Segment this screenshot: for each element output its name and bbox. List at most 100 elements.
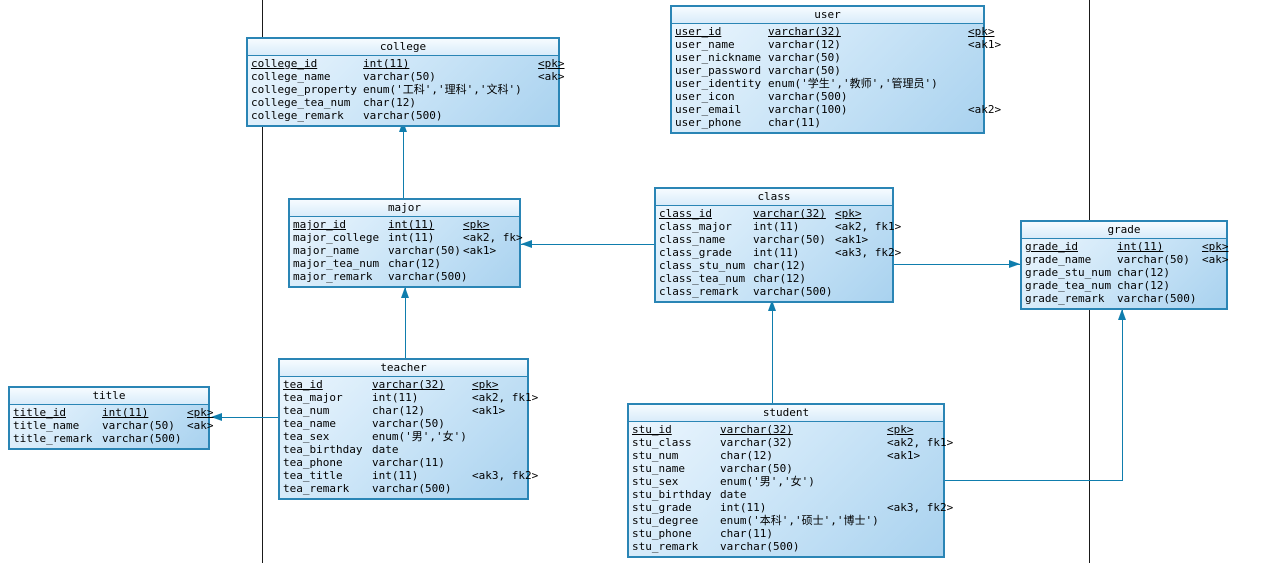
column-type-cell: varchar(50) [768,51,841,64]
column-key-cell: <ak3, fk2> [472,469,539,482]
column-name-cell: stu_id [632,423,672,436]
column-type-cell: varchar(32) [720,436,793,449]
column-key-cell [887,488,943,501]
column-type-cell: varchar(500) [720,540,800,553]
column-type-cell: int(11) [1117,240,1164,253]
column-name-cell: grade_tea_num [1025,279,1112,292]
column-key-cell [472,430,527,443]
column-name-cell: tea_name [283,417,336,430]
column-key-cell: <ak1> [472,404,506,417]
column-type-cell: char(12) [1117,266,1170,279]
relation-student-to-class-arrow-icon [768,300,776,311]
column-name-cell: grade_stu_num [1025,266,1112,279]
column-type-cell: varchar(32) [720,423,793,436]
table-title: grade [1022,222,1226,239]
column-key-cell [1202,292,1226,305]
column-name-cell: user_password [675,64,762,77]
column-key-cell: <ak1> [968,38,1002,51]
column-type-cell: date [720,488,747,501]
column-type-cell: int(11) [388,231,435,244]
column-type-cell: varchar(500) [372,482,452,495]
column-type-cell: varchar(32) [753,207,826,220]
relation-student-to-grade-line[interactable] [1122,309,1123,481]
column-name-cell: tea_phone [283,456,343,469]
column-key-cell [187,432,208,445]
column-key-cell [968,64,983,77]
column-name-cell: major_remark [293,270,373,283]
column-name-cell: major_tea_num [293,257,380,270]
column-name-cell: title_id [13,406,66,419]
column-type-cell: varchar(50) [753,233,826,246]
column-name-cell: tea_major [283,391,343,404]
column-name-cell: grade_id [1025,240,1078,253]
column-name-cell: tea_sex [283,430,330,443]
column-name-cell: stu_grade [632,501,692,514]
column-type-cell: varchar(32) [372,378,445,391]
relation-teacher-to-title-arrow-icon [211,413,222,421]
column-name-cell: major_name [293,244,360,257]
column-key-cell: <ak> [187,419,214,432]
column-type-cell: char(11) [720,527,773,540]
relation-class-to-grade-arrow-icon [1009,260,1020,268]
relation-class-to-grade-line[interactable] [894,264,1020,265]
column-type-cell: int(11) [372,391,419,404]
column-key-cell [887,462,943,475]
relation-student-to-class-line[interactable] [772,300,773,403]
column-key-cell: <ak2, fk> [463,231,523,244]
column-type-cell: char(12) [1117,279,1170,292]
column-type-cell: int(11) [720,501,767,514]
relation-teacher-to-major-line[interactable] [405,287,406,358]
column-name-cell: class_grade [659,246,732,259]
column-type-cell: int(11) [102,406,149,419]
column-type-cell: char(12) [720,449,773,462]
column-key-cell [538,96,558,109]
column-key-cell [968,77,983,90]
column-key-cell: <pk> [968,25,995,38]
column-type-cell: varchar(32) [768,25,841,38]
relation-teacher-to-title-line[interactable] [211,417,278,418]
column-type-cell: int(11) [372,469,419,482]
column-key-cell [968,51,983,64]
relation-student-to-grade-line[interactable] [945,480,1123,481]
table-title: teacher [280,360,527,377]
column-name-cell: class_major [659,220,732,233]
relation-major-to-college-line[interactable] [403,121,404,198]
column-name-cell: user_phone [675,116,742,129]
column-type-cell: char(12) [363,96,416,109]
column-key-cell [472,482,527,495]
column-key-cell [887,527,943,540]
column-name-cell: user_nickname [675,51,762,64]
column-type-cell: varchar(500) [768,90,848,103]
column-type-cell: char(12) [372,404,425,417]
column-type-cell: varchar(100) [768,103,848,116]
relation-class-to-major-line[interactable] [521,244,654,245]
